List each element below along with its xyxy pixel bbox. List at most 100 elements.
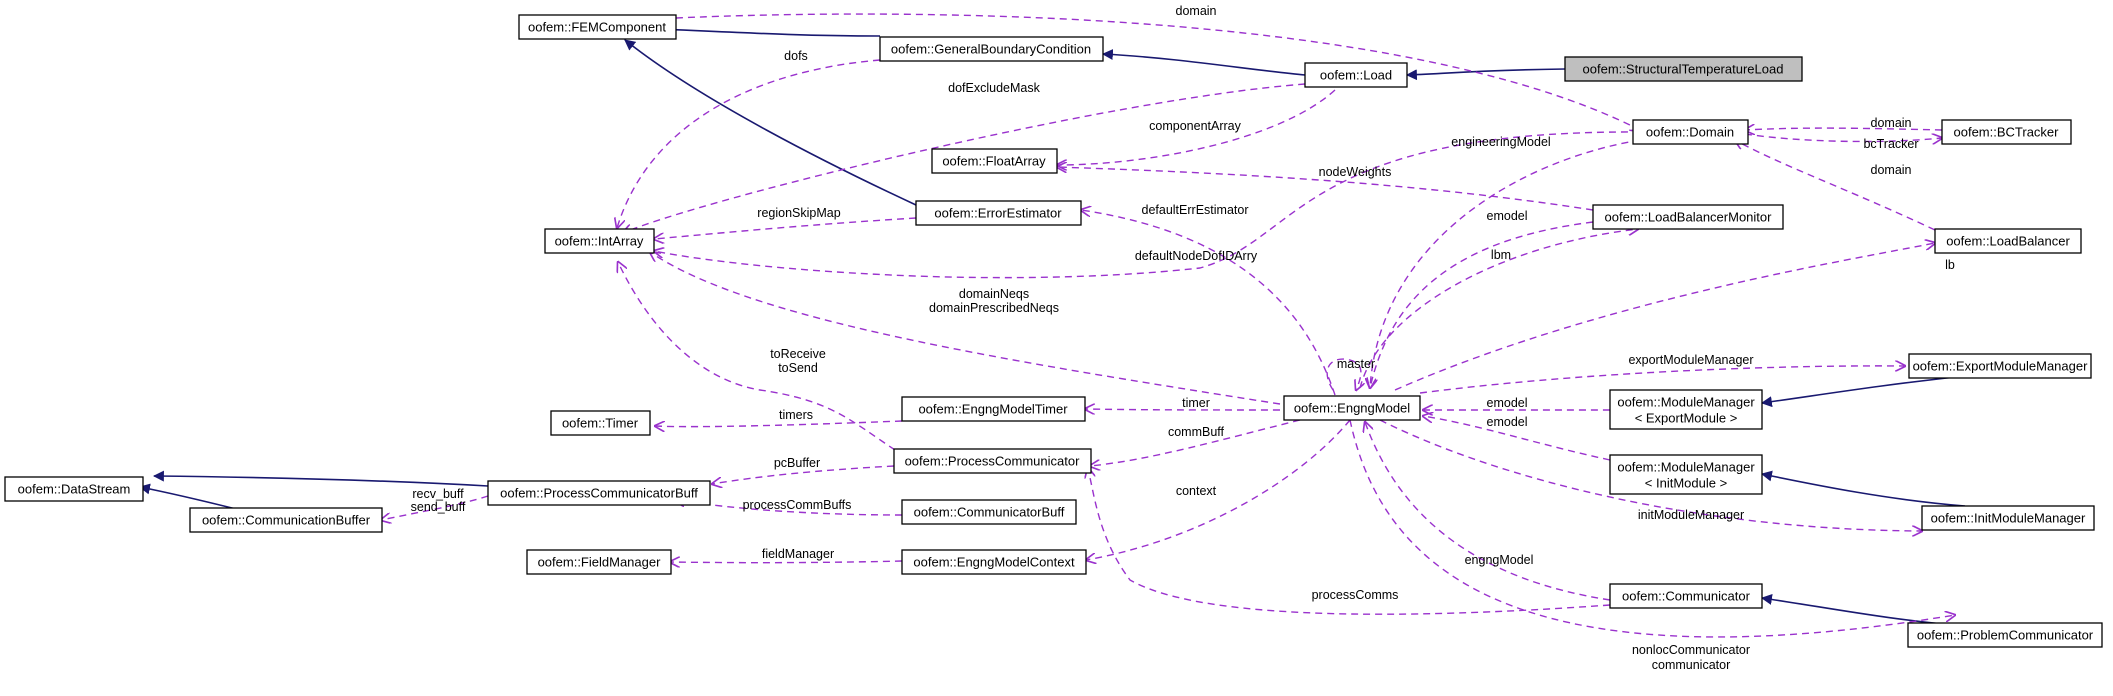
class-intarray[interactable]: oofem::IntArray bbox=[544, 228, 655, 254]
svg-text:oofem::FieldManager: oofem::FieldManager bbox=[538, 555, 662, 570]
svg-text:oofem::Load: oofem::Load bbox=[1320, 68, 1392, 83]
class-domain[interactable]: oofem::Domain bbox=[1632, 119, 1749, 145]
class-loadbalancermonitor[interactable]: oofem::LoadBalancerMonitor bbox=[1592, 204, 1784, 230]
class-processcommunicatorbuff[interactable]: oofem::ProcessCommunicatorBuff bbox=[487, 480, 711, 506]
label-emodel-init: emodel bbox=[1487, 415, 1528, 429]
edge-engineeringmodel bbox=[1370, 139, 1641, 388]
edge-timer bbox=[1085, 409, 1281, 410]
svg-text:oofem::StructuralTemperatureLo: oofem::StructuralTemperatureLoad bbox=[1583, 62, 1784, 77]
svg-text:oofem::FloatArray: oofem::FloatArray bbox=[942, 154, 1046, 169]
svg-text:< InitModule >: < InitModule > bbox=[1645, 476, 1727, 491]
edge-domain-femcomponent bbox=[675, 13, 1640, 130]
edge-regionskipmap bbox=[654, 217, 917, 239]
svg-text:oofem::GeneralBoundaryConditio: oofem::GeneralBoundaryCondition bbox=[891, 42, 1091, 57]
label-domain-bctracker: domain bbox=[1871, 116, 1912, 130]
edge-processcommbuff-to-datastream bbox=[152, 470, 489, 487]
label-domain-top: domain bbox=[1176, 4, 1217, 18]
class-engngmodeltimer[interactable]: oofem::EngngModelTimer bbox=[901, 396, 1086, 422]
class-initmodulemanager[interactable]: oofem::InitModuleManager bbox=[1921, 505, 2095, 531]
edge-structuraltemp-to-load bbox=[1405, 68, 1566, 81]
class-fieldmanager[interactable]: oofem::FieldManager bbox=[526, 549, 672, 575]
class-modulemanager-initmodule[interactable]: oofem::ModuleManager < InitModule > bbox=[1609, 454, 1763, 495]
edge-loadbalancer-domain bbox=[1735, 140, 1936, 231]
label-defaulterrestimator: defaultErrEstimator bbox=[1142, 203, 1249, 217]
class-generalboundarycondition[interactable]: oofem::GeneralBoundaryCondition bbox=[879, 36, 1104, 62]
label-tosend: toSend bbox=[778, 361, 818, 375]
svg-text:oofem::FEMComponent: oofem::FEMComponent bbox=[528, 20, 666, 35]
label-toreceive: toReceive bbox=[770, 347, 826, 361]
svg-text:oofem::Timer: oofem::Timer bbox=[562, 416, 639, 431]
class-load[interactable]: oofem::Load bbox=[1304, 62, 1408, 88]
label-processcomms: processComms bbox=[1312, 588, 1399, 602]
class-structuraltemperatureload[interactable]: oofem::StructuralTemperatureLoad bbox=[1564, 56, 1803, 82]
svg-text:oofem::Domain: oofem::Domain bbox=[1646, 125, 1734, 140]
label-dofexcludemask: dofExcludeMask bbox=[948, 81, 1040, 95]
class-errorestimator[interactable]: oofem::ErrorEstimator bbox=[915, 200, 1082, 226]
label-domainneqs: domainNeqs bbox=[959, 287, 1029, 301]
svg-text:oofem::LoadBalancer: oofem::LoadBalancer bbox=[1946, 234, 2070, 249]
label-fieldmanager: fieldManager bbox=[762, 547, 834, 561]
class-engngmodelcontext[interactable]: oofem::EngngModelContext bbox=[901, 549, 1087, 575]
class-bctracker[interactable]: oofem::BCTracker bbox=[1941, 119, 2072, 145]
class-femcomponent[interactable]: oofem::FEMComponent bbox=[518, 14, 677, 40]
inheritance-edges bbox=[138, 22, 1966, 627]
edge-nodeweights bbox=[1057, 167, 1594, 211]
svg-text:oofem::ErrorEstimator: oofem::ErrorEstimator bbox=[934, 206, 1062, 221]
label-nonloccommunicator: nonlocCommunicator bbox=[1632, 643, 1750, 657]
edge-dofexcludemask bbox=[623, 83, 1306, 233]
class-communicationbuffer[interactable]: oofem::CommunicationBuffer bbox=[189, 507, 383, 533]
label-domainprescribedneqs: domainPrescribedNeqs bbox=[929, 301, 1059, 315]
edge-processcomms bbox=[1088, 468, 1611, 615]
edge-domain-bctracker bbox=[1744, 134, 1942, 141]
class-communicator[interactable]: oofem::Communicator bbox=[1609, 583, 1763, 609]
class-datastream[interactable]: oofem::DataStream bbox=[4, 476, 144, 502]
edge-processcommbuffs bbox=[675, 500, 903, 516]
class-processcommunicator[interactable]: oofem::ProcessCommunicator bbox=[893, 448, 1092, 474]
label-engineeringmodel: engineeringModel bbox=[1451, 135, 1550, 149]
svg-text:oofem::ProcessCommunicator: oofem::ProcessCommunicator bbox=[905, 454, 1081, 469]
svg-text:oofem::InitModuleManager: oofem::InitModuleManager bbox=[1931, 511, 2086, 526]
class-communicatorbuff[interactable]: oofem::CommunicatorBuff bbox=[901, 499, 1077, 525]
class-nodes: oofem::FEMComponent oofem::GeneralBounda… bbox=[4, 14, 2103, 648]
svg-text:oofem::CommunicatorBuff: oofem::CommunicatorBuff bbox=[914, 505, 1065, 520]
edge-commbuff bbox=[1090, 419, 1301, 466]
edge-master-self bbox=[1326, 358, 1361, 390]
edge-exportmm-to-modulemanager bbox=[1760, 375, 1966, 408]
label-lbm: lbm bbox=[1491, 248, 1511, 262]
svg-text:oofem::EngngModelTimer: oofem::EngngModelTimer bbox=[918, 402, 1068, 417]
edge-load-to-generalbc bbox=[1101, 49, 1306, 76]
edge-recvbuff-sendbuff bbox=[381, 495, 489, 520]
label-emodel-export: emodel bbox=[1487, 396, 1528, 410]
svg-text:oofem::EngngModelContext: oofem::EngngModelContext bbox=[913, 555, 1075, 570]
class-floatarray[interactable]: oofem::FloatArray bbox=[931, 148, 1058, 174]
edge-dofs bbox=[617, 59, 881, 228]
edge-nonloc-communicator bbox=[1349, 419, 1955, 638]
class-loadbalancer[interactable]: oofem::LoadBalancer bbox=[1934, 228, 2082, 254]
class-engngmodel[interactable]: oofem::EngngModel bbox=[1283, 395, 1421, 421]
edge-emodel-init bbox=[1423, 416, 1611, 461]
label-defaultnodedofidarry: defaultNodeDofIDArry bbox=[1135, 249, 1258, 263]
svg-text:oofem::CommunicationBuffer: oofem::CommunicationBuffer bbox=[202, 513, 371, 528]
edge-errorestimator-to-femcomponent bbox=[624, 39, 917, 206]
label-pcbuffer: pcBuffer bbox=[774, 456, 820, 470]
edge-defaultnodedofidarry bbox=[654, 131, 1641, 279]
label-initmodulemanager: initModuleManager bbox=[1638, 508, 1744, 522]
class-exportmodulemanager[interactable]: oofem::ExportModuleManager bbox=[1908, 353, 2092, 379]
class-problemcommunicator[interactable]: oofem::ProblemCommunicator bbox=[1907, 622, 2103, 648]
svg-text:< ExportModule >: < ExportModule > bbox=[1635, 411, 1738, 426]
class-modulemanager-exportmodule[interactable]: oofem::ModuleManager < ExportModule > bbox=[1609, 389, 1763, 430]
svg-text:oofem::ProcessCommunicatorBuff: oofem::ProcessCommunicatorBuff bbox=[500, 486, 698, 501]
svg-text:oofem::DataStream: oofem::DataStream bbox=[18, 482, 131, 497]
class-timer[interactable]: oofem::Timer bbox=[550, 410, 651, 436]
label-recvbuff: recv_buff bbox=[412, 487, 464, 501]
edge-fieldmanager bbox=[670, 561, 903, 563]
label-timer: timer bbox=[1182, 396, 1210, 410]
label-processcommbuffs: processCommBuffs bbox=[743, 498, 852, 512]
label-timers: timers bbox=[779, 408, 813, 422]
edge-lbm bbox=[1359, 229, 1638, 389]
usage-edges bbox=[381, 13, 1955, 638]
label-bctracker: bcTracker bbox=[1863, 137, 1918, 151]
edge-problemcomm-to-communicator bbox=[1760, 593, 1966, 627]
edge-timers bbox=[655, 420, 903, 427]
